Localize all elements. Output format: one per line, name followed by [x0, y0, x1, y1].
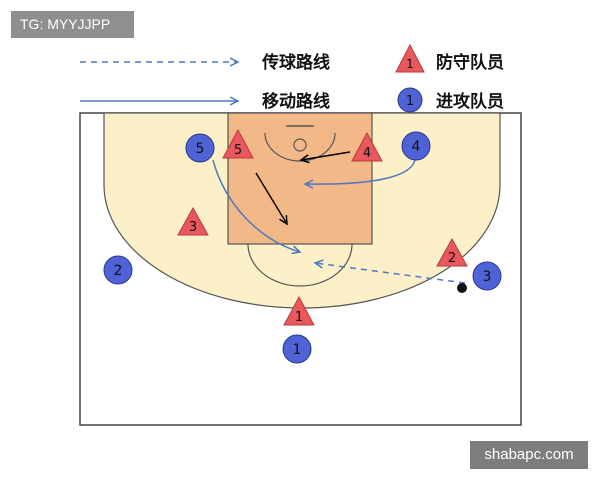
defender-1: 1 [283, 295, 315, 326]
defender-1-number: 1 [295, 310, 303, 325]
pass-route-3 [315, 263, 466, 284]
legend-attacker-label: 进攻队员 [436, 91, 504, 112]
paint-area [227, 112, 373, 245]
ball [457, 283, 467, 293]
defender-move-4 [301, 151, 351, 160]
defender-5: 5 [222, 128, 254, 159]
defender-3: 3 [177, 206, 209, 236]
legend-move-label: 移动路线 [262, 91, 330, 112]
attacker-2-number: 2 [114, 263, 123, 279]
defender-2: 2 [436, 237, 468, 267]
attacker-5-number: 5 [196, 141, 205, 157]
legend-defender-label: 防守队员 [436, 52, 504, 73]
attacker-4-number: 4 [412, 139, 421, 155]
defender-2-number: 2 [448, 251, 456, 266]
defender-5-number: 5 [234, 143, 242, 158]
legend-defender-icon: 1 [395, 43, 425, 73]
move-route-attacker-4 [305, 159, 416, 184]
attacker-1: 1 [282, 334, 312, 364]
legend-attacker-number: 1 [406, 94, 414, 109]
legend-defender-number: 1 [406, 57, 414, 71]
attacker-3: 3 [472, 261, 502, 291]
attacker-5: 5 [185, 133, 215, 163]
attacker-4: 4 [401, 131, 431, 161]
tg-label: TG: MYYJJPP [11, 11, 134, 38]
defender-3-number: 3 [189, 220, 197, 235]
hoop [293, 138, 307, 152]
defender-move-5 [255, 172, 287, 224]
attacker-1-number: 1 [293, 342, 302, 358]
move-route-attacker-5 [212, 159, 300, 252]
legend-pass-label: 传球路线 [261, 52, 330, 73]
free-throw-circle [247, 243, 353, 287]
attacker-3-number: 3 [483, 269, 492, 285]
defender-4: 4 [351, 131, 383, 162]
legend-attacker-icon: 1 [397, 87, 423, 113]
attacker-2: 2 [103, 255, 133, 285]
watermark: shabapc.com [470, 441, 588, 469]
defender-4-number: 4 [363, 146, 371, 161]
